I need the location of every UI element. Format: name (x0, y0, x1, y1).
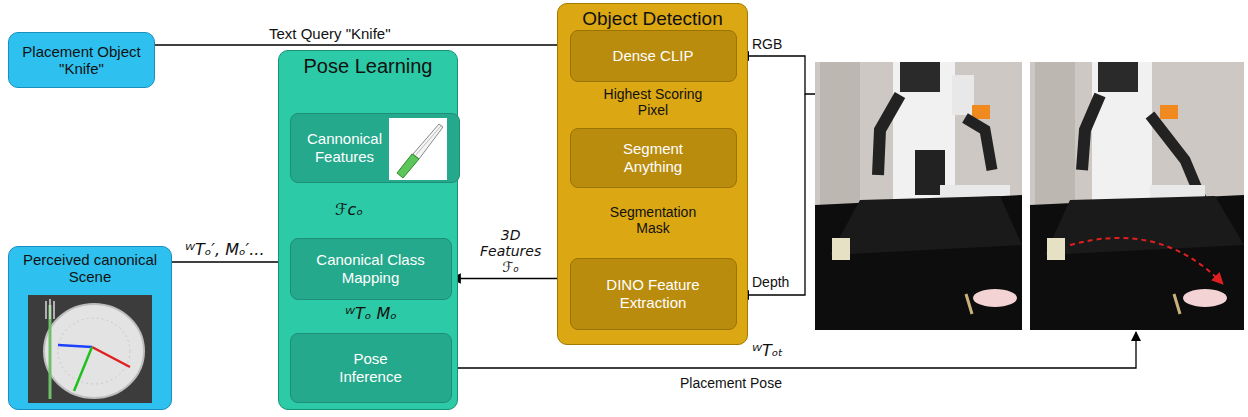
box-label: Pose Inference (331, 350, 411, 385)
module-panel: Object DetectionDense CLIP Segment Anythi… (557, 3, 748, 345)
connector-arrow (452, 278, 570, 279)
box-label: DINO Feature Extraction (588, 276, 718, 311)
placement-line (452, 332, 1136, 368)
connector-arrow (172, 261, 290, 262)
rgb-line (740, 56, 815, 94)
illustration (389, 118, 447, 180)
input-box: Placement Object "Knife" (8, 32, 155, 88)
panel-heading: Perceived canonical Scene (15, 251, 165, 286)
scene-box: Perceived canonical Scene (8, 246, 172, 410)
edge-label: ᵂTₒ′, Mₒ′... (183, 241, 266, 259)
box-label: Placement Object "Knife" (19, 43, 144, 78)
panel-heading: Object Detection (582, 8, 722, 30)
annotation-label: ᵂTₒₜ (752, 342, 783, 360)
robot-photo (815, 62, 1022, 330)
edge-label: ℱcₒ (333, 201, 365, 219)
panel-heading: Pose Learning (304, 55, 433, 78)
box-label: Segment Anything (603, 140, 703, 175)
edge-label: Text Query "Knife" (267, 25, 393, 42)
connector-arrow (155, 44, 570, 45)
depth-line (740, 94, 805, 295)
process-box: Segment Anything (570, 128, 737, 188)
edge-label: Segmentation Mask (601, 204, 705, 236)
edge-label: Highest Scoring Pixel (591, 86, 715, 118)
illustration (28, 295, 152, 403)
process-box: DINO Feature Extraction (570, 258, 737, 330)
process-box: Pose Inference (290, 333, 452, 403)
annotation-label: Depth (752, 274, 789, 290)
annotation-label: Placement Pose (680, 375, 782, 391)
process-box: Cannonical Features (290, 113, 460, 183)
box-label: Canonical Class Mapping (311, 251, 431, 286)
robot-photo (1030, 62, 1244, 330)
process-box: Dense CLIP (570, 30, 737, 82)
box-label: Dense CLIP (613, 47, 694, 64)
process-box: Canonical Class Mapping (290, 238, 452, 300)
edge-label: 3D Features ℱₒ (478, 227, 543, 275)
module-panel: Pose LearningCannonical FeaturesCanonica… (278, 50, 458, 410)
edge-label: ᵂTₒ Mₒ (343, 305, 399, 323)
box-label: Cannonical Features (299, 130, 391, 165)
annotation-label: RGB (752, 36, 782, 52)
